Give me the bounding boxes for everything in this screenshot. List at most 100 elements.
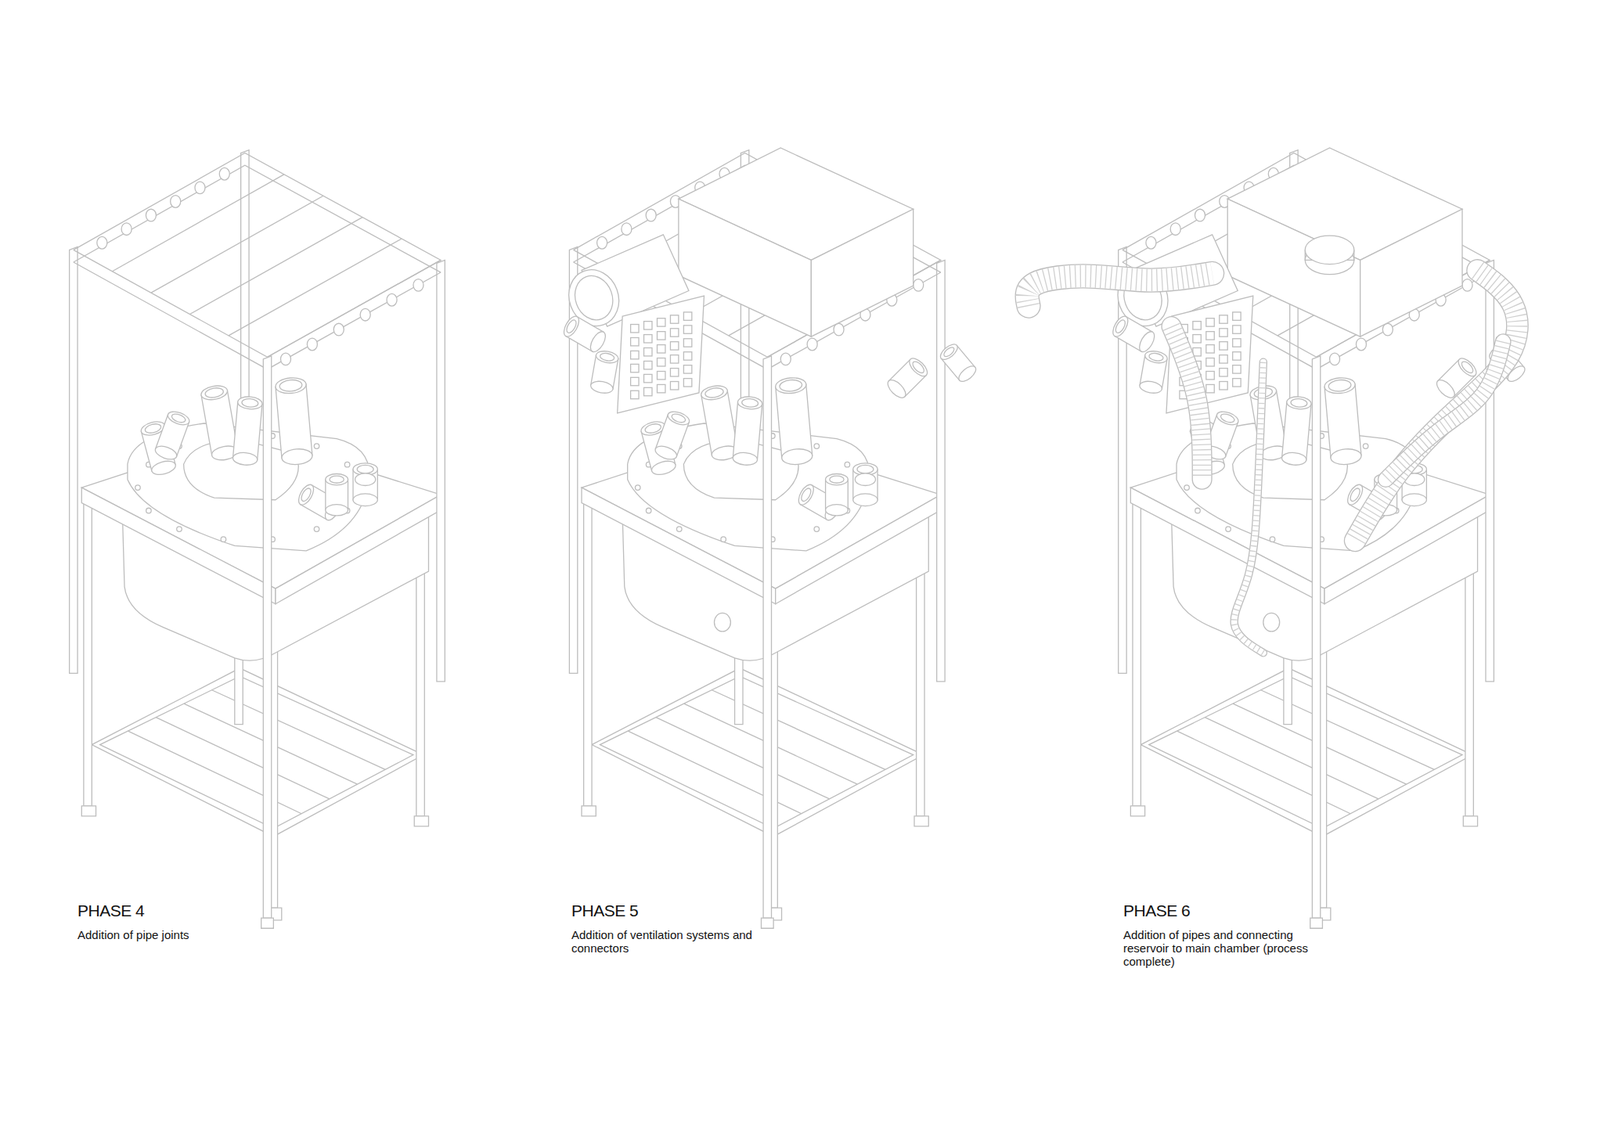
outline (189, 217, 363, 315)
pipe-opening (1136, 329, 1158, 355)
outline (228, 238, 402, 336)
pipe-opening (621, 223, 632, 236)
pipe-opening (1459, 360, 1475, 375)
outline (617, 295, 705, 414)
pipe-opening (937, 341, 960, 363)
pipe-opening (150, 458, 177, 477)
pipe-opening (956, 363, 979, 385)
pipe-opening (295, 482, 318, 508)
outline (1485, 259, 1494, 682)
pipe-opening (241, 398, 260, 408)
pipe-opening (741, 398, 759, 408)
outline (763, 356, 772, 919)
outline (69, 246, 78, 674)
pipe-opening (329, 475, 344, 483)
phase-description: Addition of pipes and connecting reservo… (1123, 928, 1323, 969)
pipe-opening (666, 409, 692, 428)
assembly-drawing (1027, 147, 1528, 929)
pipe-opening (597, 236, 608, 249)
outline (91, 668, 424, 837)
outline (151, 195, 324, 293)
pipe-opening (145, 209, 156, 222)
pipe-opening (1348, 486, 1363, 503)
outline (100, 676, 414, 829)
pipe-opening (854, 473, 876, 487)
pipe-opening (1281, 451, 1308, 466)
pipe-opening (670, 412, 687, 425)
pipe-opening (413, 279, 424, 292)
pipe-opening (1145, 236, 1157, 249)
pipe-opening (594, 349, 620, 365)
outline (1324, 384, 1362, 458)
pipe-opening (153, 443, 179, 462)
pipe-opening (280, 353, 291, 366)
pipe-opening (306, 338, 318, 351)
outline (414, 816, 429, 827)
pipe-opening (165, 409, 191, 428)
pipe-opening (778, 378, 803, 393)
pipe-opening (325, 504, 349, 516)
pipe-opening (274, 376, 307, 395)
pipe-opening (204, 386, 224, 400)
outline (1282, 402, 1312, 461)
pipe-opening (644, 422, 663, 435)
pipe-opening (587, 329, 609, 355)
pipe-opening (884, 377, 909, 401)
outline (581, 806, 596, 817)
pipe-opening (1328, 378, 1352, 393)
pipe-opening (356, 464, 374, 473)
pipe-opening (1355, 338, 1366, 351)
outline (583, 500, 592, 807)
pipe-opening (1194, 209, 1205, 222)
pipe-opening (1138, 379, 1164, 395)
pipe-opening (281, 447, 314, 466)
pipe-opening (857, 464, 874, 473)
pipe-opening (942, 345, 956, 359)
pipe-opening (170, 195, 181, 209)
pipe-opening (645, 209, 656, 222)
pipe-opening (97, 236, 108, 249)
outline (936, 259, 945, 682)
pipe-opening (650, 458, 678, 477)
outline (1204, 717, 1379, 800)
pipe-opening (704, 386, 725, 400)
pipe-opening (1434, 377, 1458, 401)
pipe-opening (1323, 376, 1356, 395)
pipe-opening (913, 279, 924, 292)
outline (760, 918, 774, 929)
pipe-opening (1344, 482, 1366, 508)
outline (436, 259, 445, 682)
pipe-opening (807, 338, 818, 351)
outline (155, 717, 330, 800)
pipe-opening (121, 223, 132, 236)
outline (914, 816, 929, 827)
pipe-opening (911, 360, 927, 375)
pipe-opening (1329, 353, 1341, 366)
pipe-opening (237, 396, 264, 411)
outline (1463, 816, 1478, 827)
pipe-opening (737, 396, 764, 411)
phase-heading: PHASE 5 (571, 901, 807, 921)
pipe-opening (906, 355, 930, 379)
outline (73, 262, 441, 370)
pipe-opening (1304, 235, 1355, 265)
pipe-opening (780, 353, 791, 366)
outline (810, 209, 913, 337)
outline (655, 717, 830, 800)
pipe-opening (1462, 279, 1473, 292)
pipe-opening (1329, 447, 1363, 466)
pipe-opening (353, 493, 378, 507)
outline (1310, 918, 1323, 929)
outline (73, 153, 441, 358)
pipe-opening (232, 451, 259, 466)
outline (600, 676, 914, 829)
pipe-opening (853, 493, 878, 507)
pipe-opening (732, 451, 759, 466)
pipe-opening (299, 486, 314, 503)
pipe-opening (279, 378, 303, 393)
outline (701, 390, 739, 456)
assembly-drawing (561, 147, 979, 929)
outline (201, 390, 238, 456)
